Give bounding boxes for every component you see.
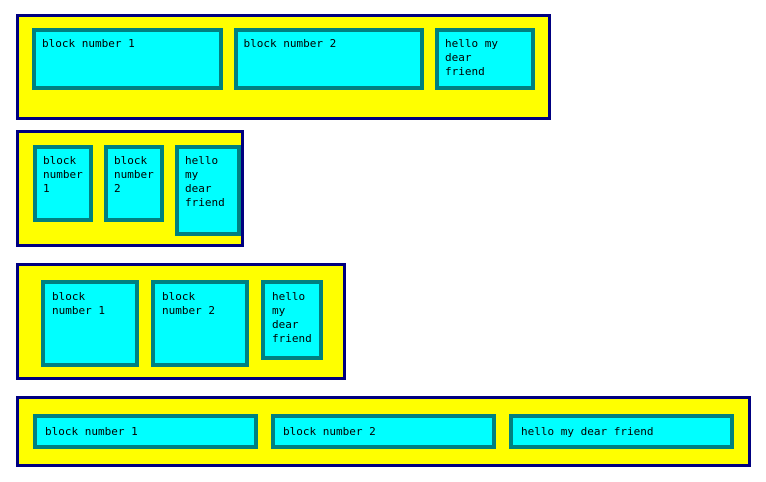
container-row-1: block number 1 block number 2 hello my d… [16, 14, 551, 120]
container-row-2: block number 1 block number 2 hello my d… [16, 130, 244, 247]
block-row3-item1: block number 1 [41, 280, 139, 367]
block-row2-item2: block number 2 [104, 145, 164, 222]
block-row2-item1: block number 1 [33, 145, 93, 222]
block-row1-item2: block number 2 [233, 28, 424, 90]
container-row-3: block number 1 block number 2 hello my d… [16, 263, 346, 380]
block-row4-item2: block number 2 [271, 414, 496, 449]
block-row4-item1: block number 1 [33, 414, 258, 449]
block-row3-item2: block number 2 [151, 280, 249, 367]
container-row-4: block number 1 block number 2 hello my d… [16, 396, 751, 467]
block-row4-item3: hello my dear friend [509, 414, 734, 449]
block-row2-item3: hello my dear friend [175, 145, 241, 236]
block-row1-item3: hello my dear friend [435, 28, 535, 90]
block-row3-item3: hello my dear friend [261, 280, 323, 360]
block-row1-item1: block number 1 [32, 28, 223, 90]
